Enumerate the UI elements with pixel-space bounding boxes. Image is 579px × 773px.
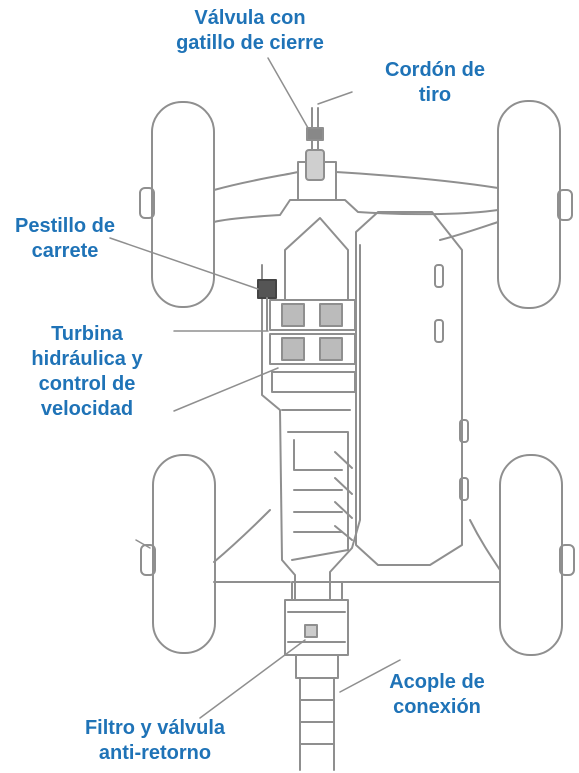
label-line: Cordón de — [385, 59, 485, 81]
wheel-rear-left — [140, 454, 216, 654]
label-line: tiro — [418, 84, 452, 106]
hose-ribs — [293, 439, 353, 541]
label-line: hidráulica y — [31, 348, 143, 370]
label-line: carrete — [31, 240, 99, 262]
front-frame — [213, 161, 499, 241]
wheel-front-left — [139, 101, 215, 308]
shutoff-valve — [305, 107, 325, 181]
label-line: control de — [38, 373, 136, 395]
wheel-front-right — [497, 100, 573, 309]
label-reel-latch: Pestillo de carrete — [0, 214, 130, 264]
label-line: Filtro y válvula — [84, 717, 226, 739]
label-line: Acople de — [389, 671, 485, 693]
label-turbine: Turbina hidráulica y control de velocida… — [2, 322, 172, 422]
label-line: Pestillo de — [14, 215, 116, 237]
label-line: Válvula con — [194, 7, 306, 29]
label-line: Turbina — [51, 323, 123, 345]
label-coupler: Acople de conexión — [362, 670, 512, 720]
reel-latch — [257, 279, 277, 331]
filter-check-valve — [284, 581, 349, 656]
label-line: anti-retorno — [98, 742, 212, 764]
label-line: conexión — [393, 696, 481, 718]
hose-reel-drum — [355, 211, 469, 566]
label-line: gatillo de cierre — [176, 32, 324, 54]
leader-lines — [109, 57, 401, 719]
connection-coupler — [295, 654, 339, 771]
label-pull-cord: Cordón de tiro — [360, 58, 510, 108]
label-filter: Filtro y válvula anti-retorno — [50, 716, 260, 766]
wheel-rear-right — [499, 454, 575, 656]
label-shutoff-valve: Válvula con gatillo de cierre — [130, 6, 370, 56]
turbine-block — [269, 217, 356, 393]
label-line: velocidad — [40, 398, 134, 420]
